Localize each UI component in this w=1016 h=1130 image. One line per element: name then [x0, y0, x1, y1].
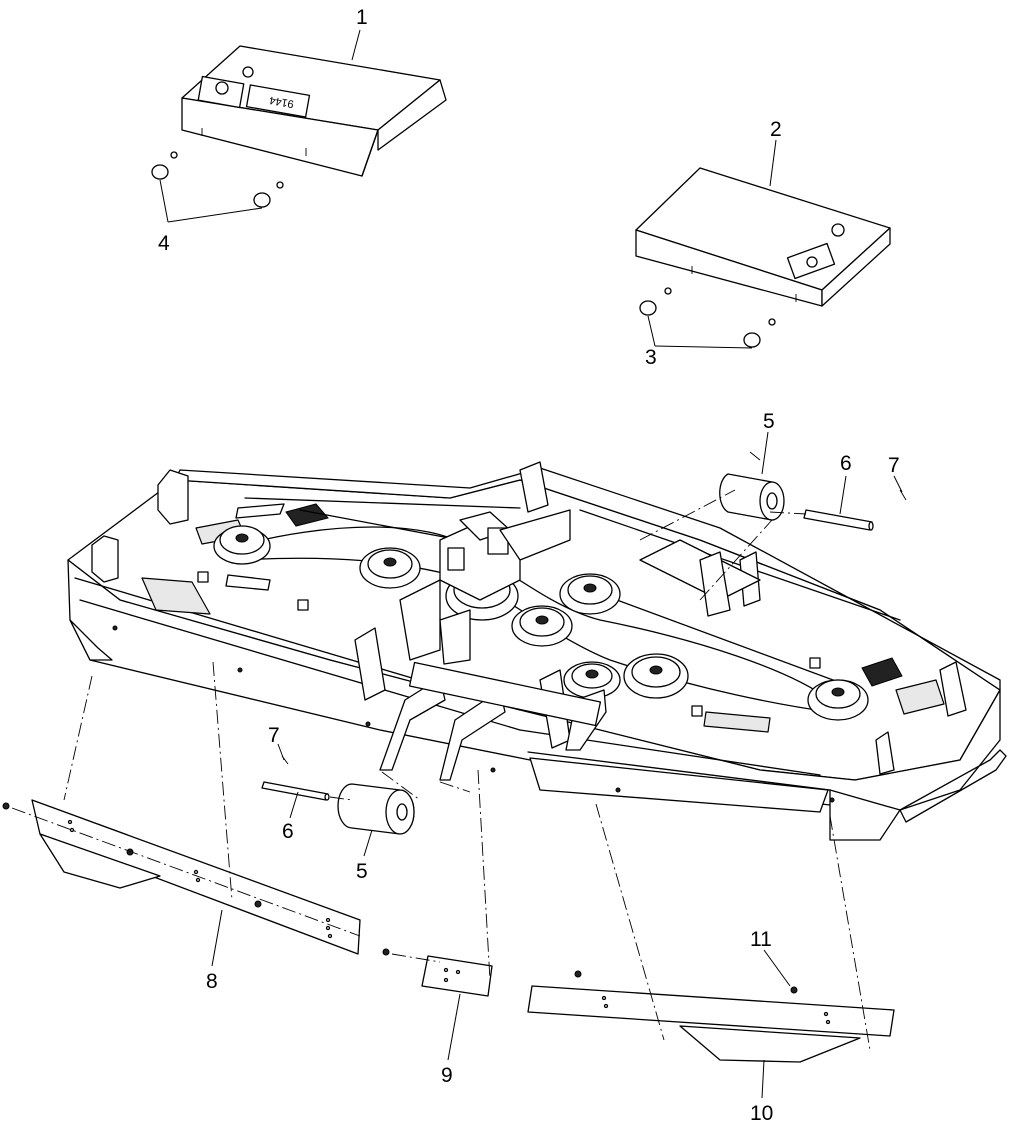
mower-deck [67, 461, 1007, 841]
anti-scalp-roller-front [337, 783, 415, 835]
roller-axle-rear [803, 489, 907, 531]
pulley-left [213, 525, 271, 565]
baffle-left [2, 799, 361, 955]
callout-11: 11 [750, 928, 772, 951]
callout-8: 8 [206, 970, 218, 993]
belt-cover-right [635, 167, 891, 307]
callout-2: 2 [770, 118, 782, 141]
callout-5-lower: 5 [356, 860, 368, 883]
callout-5-upper: 5 [763, 410, 775, 433]
pulley-right [807, 679, 869, 721]
baffle-plate [382, 948, 493, 997]
gearbox [399, 509, 571, 665]
callout-6-lower: 6 [282, 820, 294, 843]
pulley-center-right [511, 605, 573, 647]
cover-knobs-right [639, 287, 776, 349]
baffle-right [527, 970, 895, 1063]
front-arms [354, 627, 607, 781]
callout-6-upper: 6 [840, 452, 852, 475]
callout-4: 4 [158, 232, 170, 255]
callout-7-upper: 7 [888, 454, 900, 477]
pulley-upper-right [559, 573, 621, 615]
assembly-lines [63, 489, 871, 1051]
pulley-idler-right [623, 653, 689, 699]
pulley-front-right [563, 661, 621, 699]
callout-10: 10 [750, 1102, 773, 1125]
callout-3: 3 [645, 346, 657, 369]
belt-cover-left: 9144 [181, 45, 447, 177]
rear-bracket [639, 539, 761, 617]
decal-text: 9144 [269, 94, 295, 110]
pulley-idler-left [359, 547, 421, 589]
anti-scalp-roller-rear [719, 451, 785, 521]
callout-9: 9 [441, 1064, 453, 1087]
cover-knobs-left [151, 151, 284, 223]
roller-axle-front [261, 755, 330, 801]
callout-7-lower: 7 [268, 724, 280, 747]
leader-lines [211, 29, 903, 1099]
callout-1: 1 [356, 6, 368, 29]
